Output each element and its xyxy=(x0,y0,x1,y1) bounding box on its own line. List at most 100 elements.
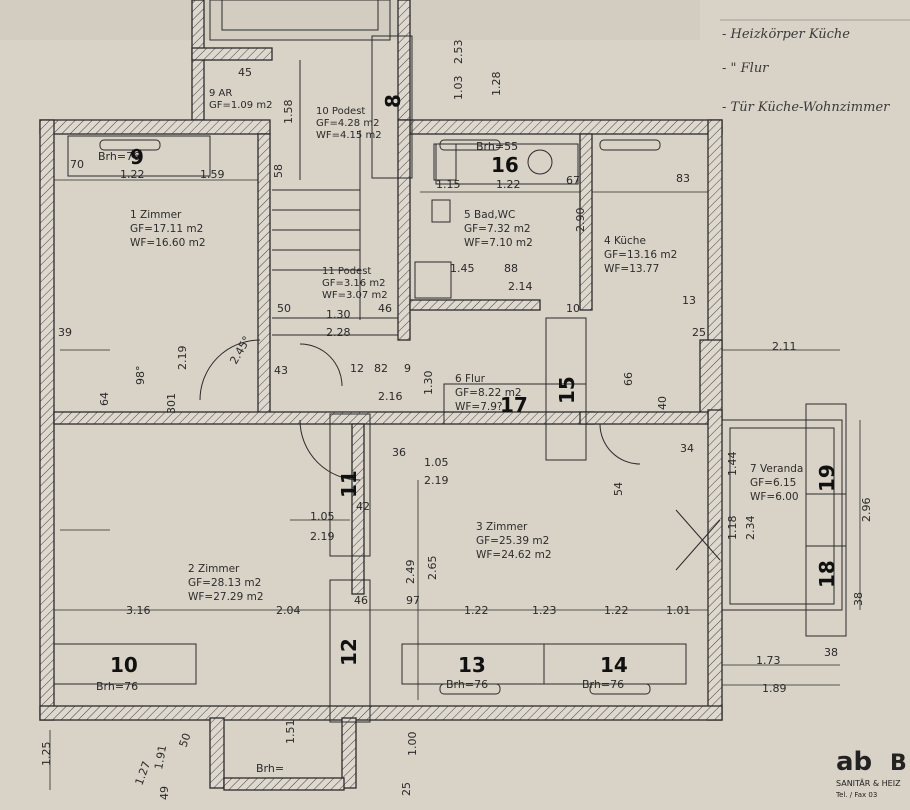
room-6-gf: GF=8.22 m2 xyxy=(455,387,522,399)
interior-walls xyxy=(53,119,709,595)
dimension-label: 46 xyxy=(378,302,392,315)
room-7-wf: WF=6.00 xyxy=(750,491,799,503)
room-1-name: 1 Zimmer xyxy=(130,209,182,221)
region-box-18 xyxy=(805,493,847,637)
dimension-label: 2.16 xyxy=(378,390,403,403)
dimension-label: 13 xyxy=(682,294,696,307)
room-4-wf: WF=13.77 xyxy=(604,263,659,275)
door-swings xyxy=(199,339,721,571)
dimension-label: 1.01 xyxy=(666,604,691,617)
dimension-label: 10 xyxy=(566,302,580,315)
region-number-16: 16 xyxy=(491,153,519,177)
dimension-label: 3.16 xyxy=(126,604,151,617)
dimension-label: 39 xyxy=(58,326,72,339)
dimension-label: 38 xyxy=(824,646,838,659)
dimension-label: 1.89 xyxy=(762,682,787,695)
region-number-19: 19 xyxy=(815,464,839,492)
dimension-label: 12 xyxy=(350,362,364,375)
region-number-10: 10 xyxy=(110,653,138,677)
region-box-10 xyxy=(53,643,197,685)
room-2-name: 2 Zimmer xyxy=(188,563,240,575)
dimension-label: 2.53 xyxy=(452,40,465,65)
region-box-9 xyxy=(67,135,211,177)
room-9-name: 9 AR xyxy=(209,88,232,99)
region-number-12: 12 xyxy=(337,638,361,666)
room-10-name: 10 Podest xyxy=(316,106,365,117)
room-11-gf: GF=3.16 m2 xyxy=(322,278,385,289)
dimension-label: 54 xyxy=(612,482,625,496)
brh-label: Brh=76 xyxy=(96,680,138,693)
dimension-label: 82 xyxy=(374,362,388,375)
brh-label: Brh=55 xyxy=(476,140,518,153)
dimension-label: 1.18 xyxy=(726,516,739,541)
dimension-label: 1.03 xyxy=(452,76,465,101)
dimension-label: 2.49 xyxy=(404,560,417,585)
room-4-name: 4 Küche xyxy=(604,235,646,247)
room-2-gf: GF=28.13 m2 xyxy=(188,577,261,589)
dimension-label: 97 xyxy=(406,594,420,607)
room-11-name: 11 Podest xyxy=(322,266,371,277)
room-7-name: 7 Veranda xyxy=(750,463,803,475)
region-box-16 xyxy=(435,143,579,185)
dimension-label: 1.30 xyxy=(326,308,351,321)
dimension-label: 40 xyxy=(656,396,669,410)
dimension-label: 2.11 xyxy=(772,340,797,353)
dimension-label: 98° xyxy=(134,366,147,386)
region-number-13: 13 xyxy=(458,653,486,677)
region-boxes xyxy=(53,35,847,723)
region-number-11: 11 xyxy=(337,470,361,498)
region-number-15: 15 xyxy=(555,376,579,404)
room-9-gf: GF=1.09 m2 xyxy=(209,100,272,111)
region-number-14: 14 xyxy=(600,653,628,677)
room-6-name: 6 Flur xyxy=(455,373,486,385)
dimension-label: 301 xyxy=(165,393,178,414)
dimension-label: 1.59 xyxy=(200,168,225,181)
room-5-wf: WF=7.10 m2 xyxy=(464,237,533,249)
region-box-12 xyxy=(329,579,371,723)
room-7-gf: GF=6.15 xyxy=(750,477,796,489)
dimension-label: 2.65 xyxy=(426,556,439,581)
dimension-label: 1.22 xyxy=(120,168,145,181)
dimension-label: 1.45 xyxy=(450,262,475,275)
dimension-label: 2.90 xyxy=(574,208,587,233)
room-3-name: 3 Zimmer xyxy=(476,521,528,533)
dimension-label: 1.23 xyxy=(532,604,557,617)
room-10-wf: WF=4.15 m2 xyxy=(316,130,382,141)
dimension-label: 70 xyxy=(70,158,84,171)
note-2: - " Flur xyxy=(722,61,769,76)
dimension-label: 64 xyxy=(98,392,111,406)
logo-mark: ab xyxy=(836,747,872,777)
dimension-label: 58 xyxy=(272,164,285,178)
dimension-label: 1.30 xyxy=(422,371,435,396)
region-box-14 xyxy=(543,643,687,685)
logo-suffix: B xyxy=(890,751,907,776)
dimension-label: 45 xyxy=(238,66,252,79)
dimension-label: 1.44 xyxy=(726,452,739,477)
dimension-label: 1.05 xyxy=(424,456,449,469)
dimension-label: 2.04 xyxy=(276,604,301,617)
dimension-label: 38 xyxy=(852,592,865,606)
dimension-label: 2.28 xyxy=(326,326,351,339)
dimension-label: 66 xyxy=(622,372,635,386)
dimension-label: 1.51 xyxy=(284,720,297,745)
dimension-label: 1.22 xyxy=(604,604,629,617)
dimension-label: 2.19 xyxy=(424,474,449,487)
logo-line-1: SANITÄR & HEIZ xyxy=(836,778,901,788)
room-labels: 1 Zimmer GF=17.11 m2 WF=16.60 m2 2 Zimme… xyxy=(130,88,803,603)
room-5-name: 5 Bad,WC xyxy=(464,209,515,221)
dimension-label: 83 xyxy=(676,172,690,185)
room-3-gf: GF=25.39 m2 xyxy=(476,535,549,547)
room-10-gf: GF=4.28 m2 xyxy=(316,118,379,129)
dimension-label: 1.73 xyxy=(756,654,781,667)
dimension-label: 1.00 xyxy=(406,732,419,757)
dimension-label: 2.14 xyxy=(508,280,533,293)
bathroom-fixtures xyxy=(414,143,553,299)
dimension-label: 49 xyxy=(158,786,171,800)
dimension-label: 2.34 xyxy=(744,516,757,541)
region-number-18: 18 xyxy=(815,560,839,588)
dimension-label: 2.96 xyxy=(860,498,873,523)
region-box-19 xyxy=(805,403,847,547)
region-numbers: 8 9 10 11 12 13 14 15 16 17 18 19 xyxy=(110,94,839,677)
dimension-label: 36 xyxy=(392,446,406,459)
top-stair-walls xyxy=(191,0,411,121)
